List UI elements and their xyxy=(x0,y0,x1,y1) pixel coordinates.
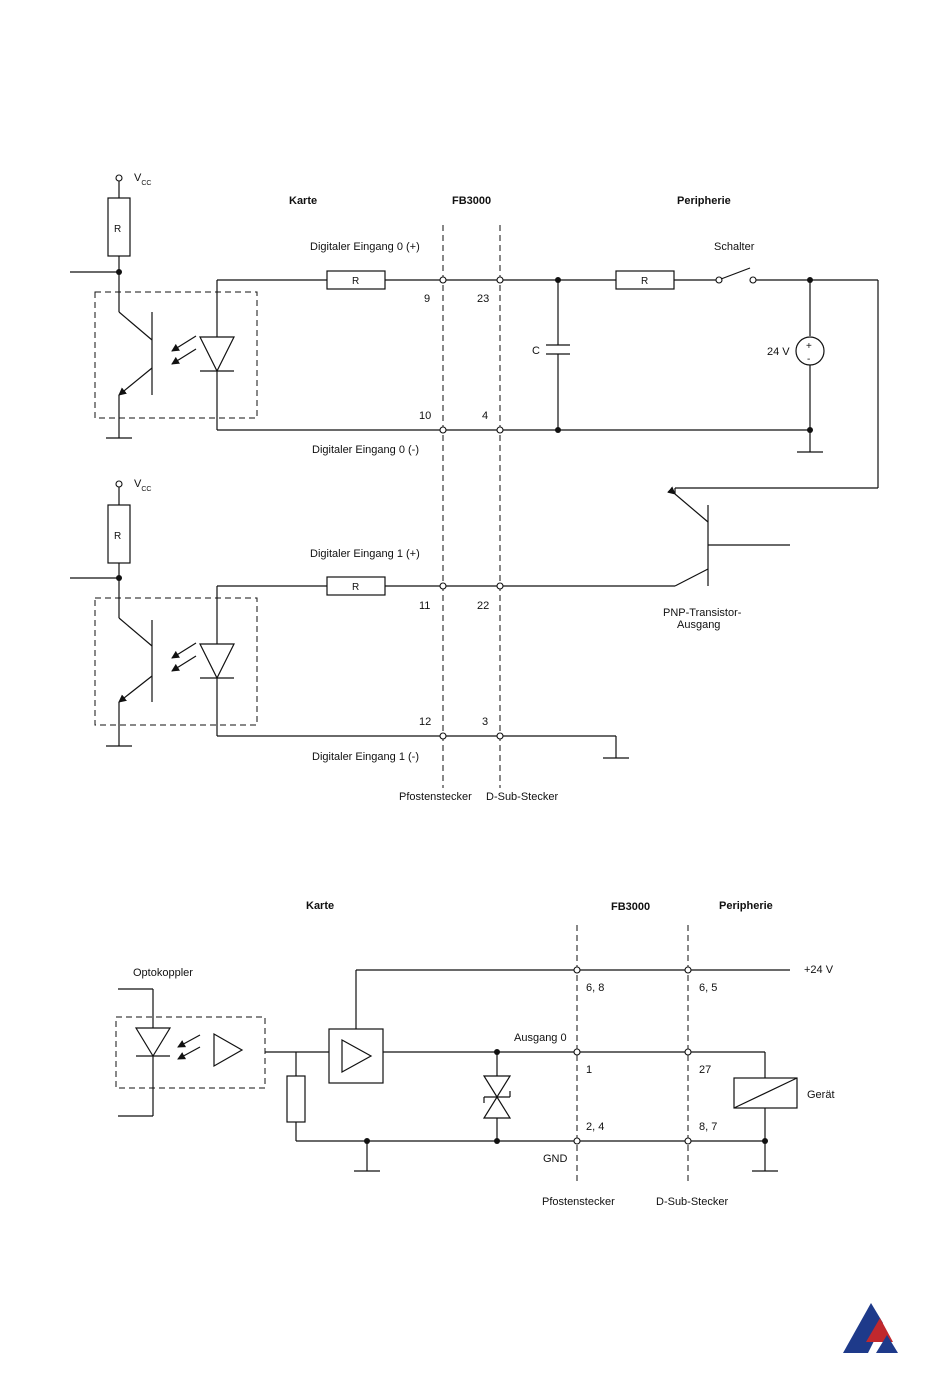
capacitor-label: C xyxy=(532,345,540,357)
optocoupler-amplifier xyxy=(213,1032,244,1068)
pin-68-terminal xyxy=(573,966,581,974)
pin-9-terminal xyxy=(439,276,447,284)
device-label: Gerät xyxy=(807,1089,835,1101)
output0-label: Ausgang 0 xyxy=(514,1032,567,1044)
vcc-label-1: VCC xyxy=(134,478,151,493)
pin-22-label: 22 xyxy=(477,600,489,612)
dsub-connector-label: D-Sub-Stecker xyxy=(486,791,558,803)
pin-11-terminal xyxy=(439,582,447,590)
led-0 xyxy=(199,336,235,373)
header-karte-2: Karte xyxy=(306,900,334,912)
pin-87-terminal xyxy=(684,1137,692,1145)
pin-10-label: 10 xyxy=(419,410,431,422)
vcc-label-0: VCC xyxy=(134,172,151,187)
input0-minus-label: Digitaler Eingang 0 (-) xyxy=(312,444,419,456)
gnd-label: GND xyxy=(543,1153,568,1165)
optocoupler-box-1 xyxy=(94,597,258,726)
pin-1-terminal xyxy=(573,1048,581,1056)
input0-plus-label: Digitaler Eingang 0 (+) xyxy=(310,241,420,253)
pin-4-label: 4 xyxy=(482,410,488,422)
switch-label: Schalter xyxy=(714,241,755,253)
pnp-label-line1: PNP-Transistor- xyxy=(663,607,742,619)
tvs-diode xyxy=(482,1075,512,1099)
pullup-resistor-1-label: R xyxy=(114,531,121,542)
input1-plus-label: Digitaler Eingang 1 (+) xyxy=(310,548,420,560)
pin-27-terminal xyxy=(684,1048,692,1056)
dsub-connector-label-2: D-Sub-Stecker xyxy=(656,1196,728,1208)
header-peripherie: Peripherie xyxy=(677,195,731,207)
header-peripherie-2: Peripherie xyxy=(719,900,773,912)
channel-0-circuit: VCC R R xyxy=(70,172,879,494)
svg-text:+: + xyxy=(806,341,812,352)
pin-27-label: 27 xyxy=(699,1064,711,1076)
pin-12-label: 12 xyxy=(419,716,431,728)
series-resistor-1-label: R xyxy=(352,582,359,593)
supply-label: +24 V xyxy=(804,964,834,976)
pulldown-resistor xyxy=(286,1075,306,1123)
pin-9-label: 9 xyxy=(424,293,430,305)
optocoupler-box-0 xyxy=(94,291,258,419)
pin-23-terminal xyxy=(496,276,504,284)
header-karte: Karte xyxy=(289,195,317,207)
pin-68-label: 6, 8 xyxy=(586,982,604,994)
company-logo xyxy=(843,1303,898,1353)
pin-65-label: 6, 5 xyxy=(699,982,717,994)
led-1 xyxy=(199,643,235,680)
pin-10-terminal xyxy=(439,426,447,434)
optocoupler-label: Optokoppler xyxy=(133,967,193,979)
output-circuit-diagram: Karte FB3000 Peripherie Optokoppler +24 … xyxy=(115,900,835,1208)
pin-87-label: 8, 7 xyxy=(699,1121,717,1133)
pin-1-label: 1 xyxy=(586,1064,592,1076)
pin-24-terminal xyxy=(573,1137,581,1145)
channel-1-circuit: VCC R R Digitaler Eingang 1 (+) xyxy=(70,478,790,763)
header-fb3000-2: FB3000 xyxy=(611,901,650,913)
pin-3-label: 3 xyxy=(482,716,488,728)
vcc-terminal-0 xyxy=(115,174,123,182)
input-circuit-diagram: Karte FB3000 Peripherie VCC R xyxy=(70,172,879,803)
pin-65-terminal xyxy=(684,966,692,974)
pin-12-terminal xyxy=(439,732,447,740)
svg-text:-: - xyxy=(807,354,810,365)
vcc-terminal-1 xyxy=(115,480,123,488)
peripheral-resistor-label: R xyxy=(641,276,648,287)
pin-23-label: 23 xyxy=(477,293,489,305)
post-connector-label-2: Pfostenstecker xyxy=(542,1196,615,1208)
pin-4-terminal xyxy=(496,426,504,434)
pin-11-label: 11 xyxy=(419,600,430,612)
header-fb3000: FB3000 xyxy=(452,195,491,207)
output-led xyxy=(134,1027,172,1058)
post-connector-label: Pfostenstecker xyxy=(399,791,472,803)
switch-0 xyxy=(715,276,723,284)
voltage-label: 24 V xyxy=(767,346,790,358)
pnp-label-line2: Ausgang xyxy=(677,619,720,631)
input1-minus-label: Digitaler Eingang 1 (-) xyxy=(312,751,419,763)
pin-22-terminal xyxy=(496,582,504,590)
series-resistor-0-label: R xyxy=(352,276,359,287)
pullup-resistor-0-label: R xyxy=(114,224,121,235)
pin-3-terminal xyxy=(496,732,504,740)
pin-24-label: 2, 4 xyxy=(586,1121,604,1133)
